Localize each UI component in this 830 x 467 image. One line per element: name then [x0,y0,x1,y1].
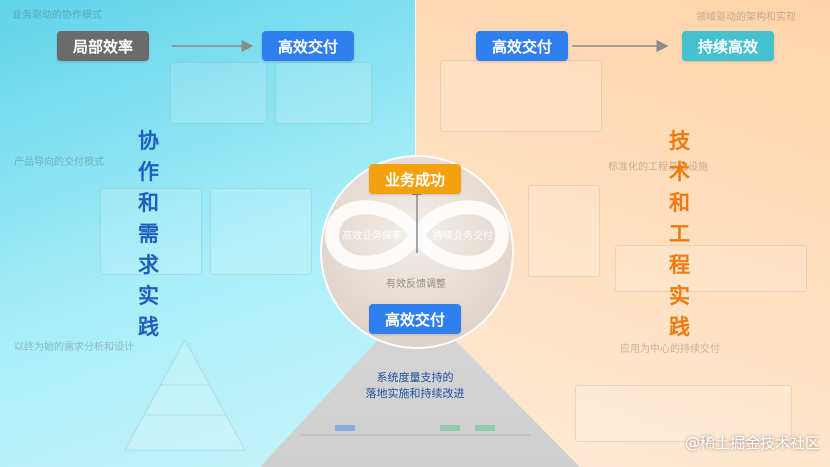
label-business-delivery: 持续业务交付 [433,231,493,242]
pill-sustained-efficiency: 持续高效 [682,31,774,61]
ghost-panel [210,188,312,275]
vertical-title-char: 工 [669,222,690,246]
ghost-panel [100,188,202,275]
vertical-title-char: 践 [669,315,690,339]
pill-business-success: 业务成功 [369,164,461,194]
ghost-panel [575,385,792,442]
pill-local-efficiency: 局部效率 [57,31,149,61]
ghost-panel [170,62,267,124]
ghost-panel [615,245,807,292]
section-title-top-right: 领域驱动的架构和实现 [696,12,796,23]
measurement-flow-sketch [300,425,530,436]
vertical-title-char: 和 [138,191,159,215]
measurement-caption-line1: 系统度量支持的 [376,371,454,384]
vertical-title-char: 践 [138,315,159,339]
vertical-title-char: 和 [669,191,690,215]
heading-continuous-delivery: 应用为中心的持续交付 [620,344,720,355]
vertical-title-engineering: 技术和工程实践 [669,126,690,343]
watermark: @稀土掘金技术社区 [684,434,820,452]
vertical-title-char: 需 [138,222,159,246]
label-feedback-adjust: 有效反馈调整 [386,279,446,290]
vertical-title-char: 术 [669,160,690,184]
section-title-top-left: 业务驱动的协作模式 [12,10,102,21]
heading-product-delivery: 产品导向的交付模式 [14,157,104,168]
vertical-title-collaboration: 协作和需求实践 [138,126,159,343]
vertical-title-char: 求 [138,253,159,277]
label-business-exploration: 高效业务探索 [342,231,402,242]
ghost-pyramid [124,338,246,451]
heading-infrastructure: 标准化的工程基础设施 [608,162,708,173]
vertical-title-char: 作 [138,160,159,184]
ghost-panel [528,185,600,277]
vertical-title-char: 技 [669,129,690,153]
ghost-panel [440,60,602,132]
vertical-title-char: 实 [138,284,159,308]
vertical-title-char: 程 [669,253,690,277]
vertical-title-char: 协 [138,129,159,153]
pill-efficient-delivery-center: 高效交付 [369,304,461,334]
heading-requirements: 以终为始的需求分析和设计 [14,342,134,353]
measurement-caption: 系统度量支持的 落地实施和持续改进 [315,370,515,402]
measurement-caption-line2: 落地实施和持续改进 [365,387,465,400]
vertical-title-char: 实 [669,284,690,308]
pill-efficient-delivery-right: 高效交付 [476,31,568,61]
pill-efficient-delivery-left: 高效交付 [262,31,354,61]
center-divider [415,0,416,160]
ghost-panel [275,62,372,124]
